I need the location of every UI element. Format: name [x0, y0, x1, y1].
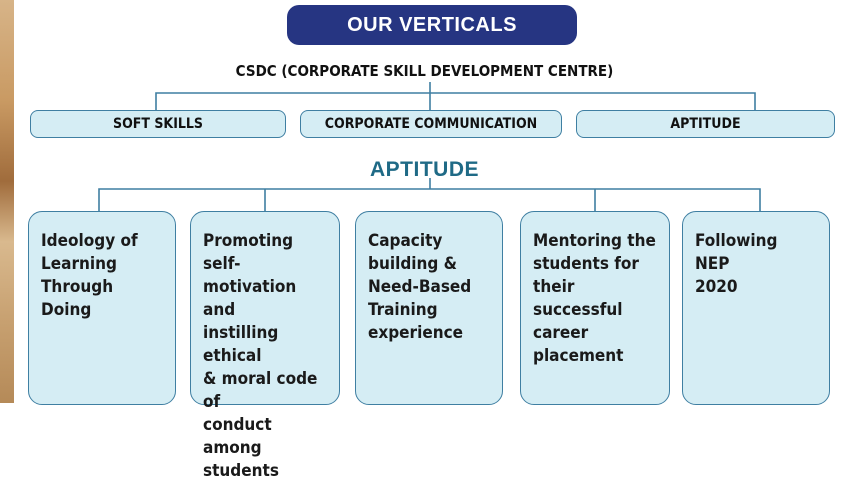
aptitude-item-learning-through-doing: Ideology of Learning Through Doing	[28, 211, 176, 405]
connector-lines	[98, 82, 761, 211]
vertical-aptitude: APTITUDE	[576, 110, 835, 138]
background-photo-strip	[0, 0, 14, 403]
page-title: OUR VERTICALS	[287, 5, 577, 45]
vertical-corporate-communication: CORPORATE COMMUNICATION	[300, 110, 562, 138]
root-connector	[155, 82, 756, 110]
aptitude-item-capacity-building: Capacity building & Need-Based Training …	[355, 211, 503, 405]
aptitude-heading: APTITUDE	[370, 158, 479, 181]
aptitude-item-self-motivation: Promoting self- motivation and instillin…	[190, 211, 340, 481]
root-node-label: CSDC (CORPORATE SKILL DEVELOPMENT CENTRE…	[235, 62, 614, 80]
vertical-soft-skills: SOFT SKILLS	[30, 110, 286, 138]
aptitude-connector	[98, 178, 761, 211]
aptitude-item-nep-2020: Following NEP 2020	[682, 211, 830, 405]
aptitude-item-mentoring: Mentoring the students for their success…	[520, 211, 670, 405]
